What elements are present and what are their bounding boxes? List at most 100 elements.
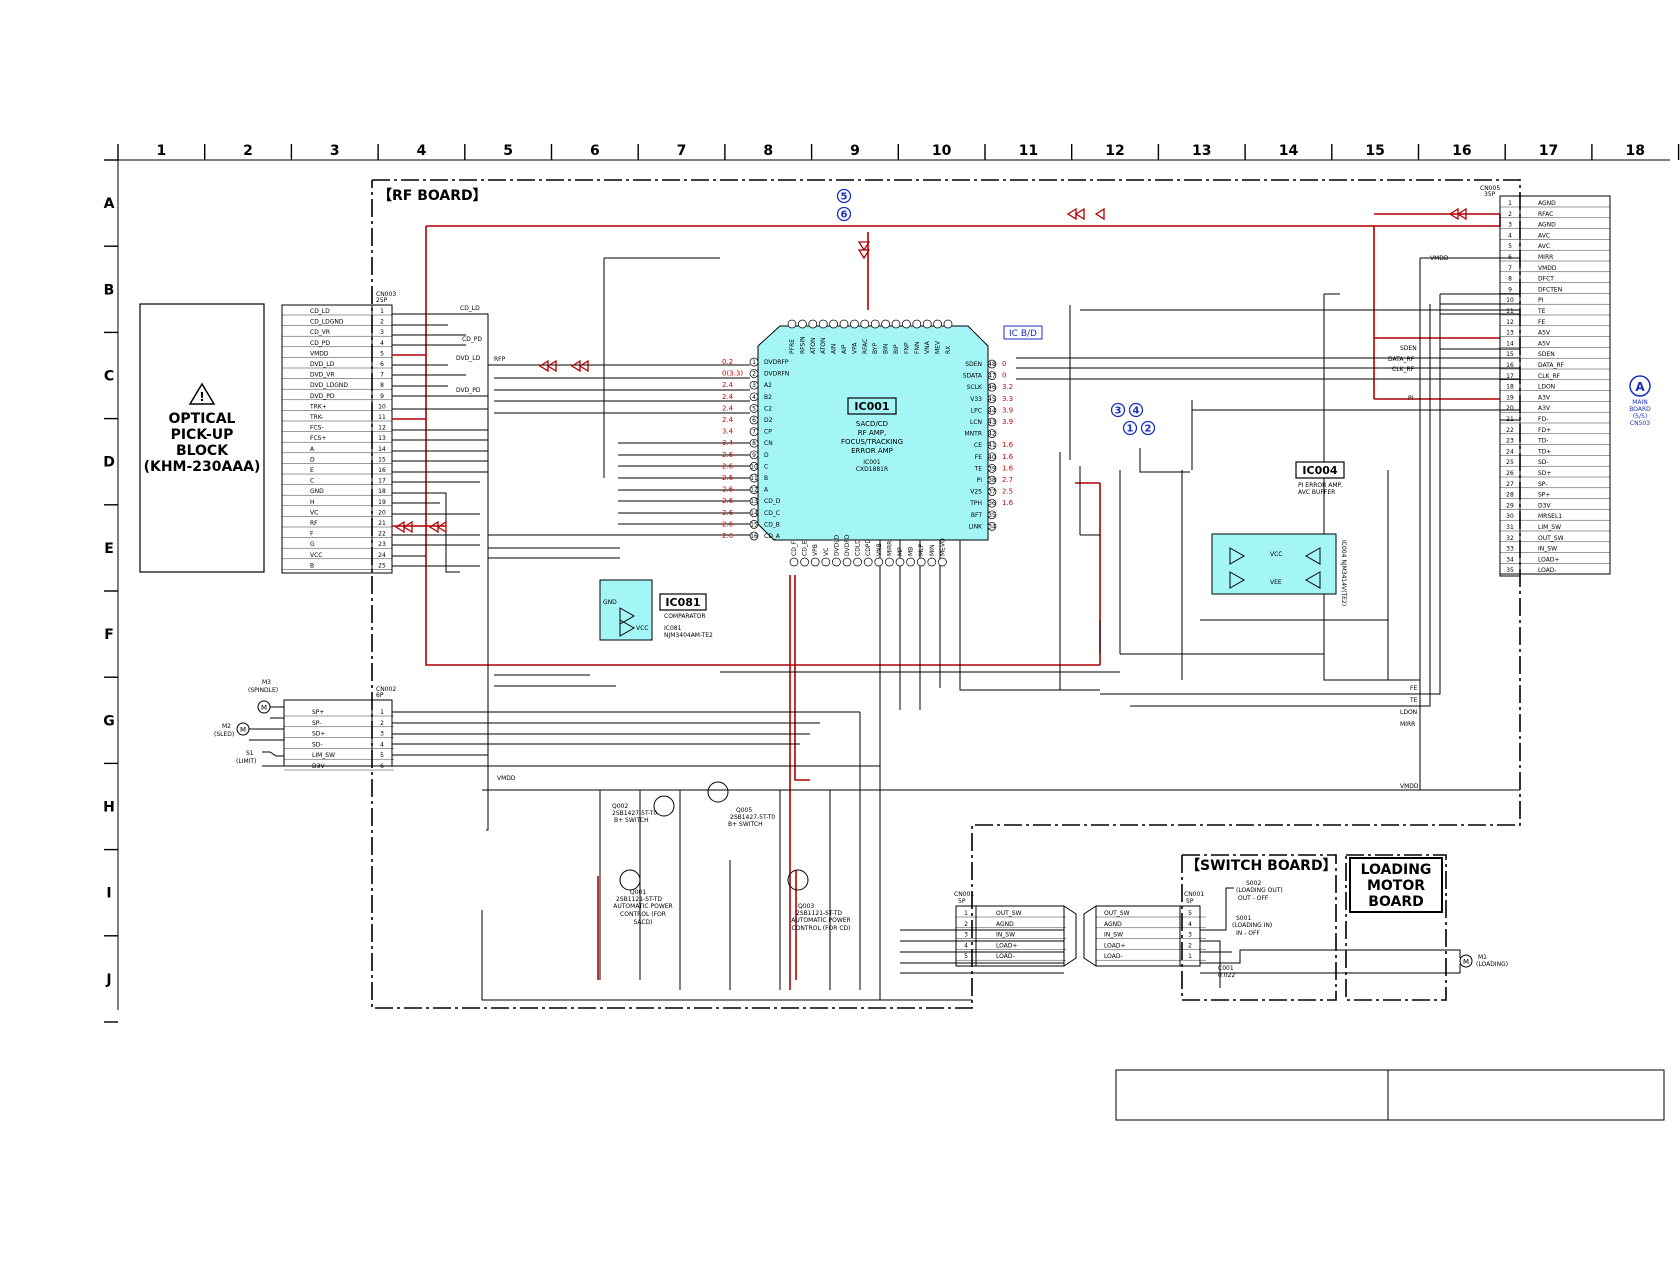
pin-name: DVD_LDGND bbox=[310, 382, 348, 389]
pin-number: 9 bbox=[380, 393, 384, 400]
q003-ref: Q003 bbox=[798, 903, 814, 910]
pin-number: 23 bbox=[1506, 438, 1514, 445]
ic001-pin-name: BFT bbox=[971, 512, 982, 519]
ic001-pin-name: MLP bbox=[918, 543, 925, 556]
col-label-1: 1 bbox=[156, 143, 166, 159]
ic001-pin-num: 36 bbox=[988, 500, 996, 507]
ic001-pin-name: C2 bbox=[764, 405, 772, 412]
circled-ref: 3 bbox=[1115, 406, 1122, 417]
q001-transistor: Q001 2SB1121-ST-TD AUTOMATIC POWER CONTR… bbox=[613, 869, 673, 926]
pin-number: 25 bbox=[1506, 459, 1514, 466]
ic001-pin-name: V33 bbox=[970, 396, 982, 403]
main-board-l3: (5/5) bbox=[1633, 413, 1647, 420]
q005-ref: Q005 bbox=[736, 807, 752, 814]
ic001-pin-name: VPB bbox=[812, 544, 819, 556]
cn005-pins: AGND1RFAC2AGND3AVC4AVC5MIRR6VMDD7DFCT8DF… bbox=[1500, 200, 1610, 575]
ic001-pin-num: 16 bbox=[750, 533, 758, 540]
ic001-pin-voltage: 0 bbox=[1002, 360, 1006, 368]
pin-name: OUT_SW bbox=[1538, 535, 1564, 542]
circled-ref: 2 bbox=[1145, 424, 1152, 435]
ic081-label: IC081 bbox=[665, 596, 700, 609]
pin-number: 15 bbox=[378, 456, 386, 463]
cn005-connector: CN005 35P AGND1RFAC2AGND3AVC4AVC5MIRR6VM… bbox=[1480, 185, 1611, 575]
ic001-pin-name: A bbox=[764, 487, 769, 494]
ic001-pin-name: TPH bbox=[969, 500, 982, 507]
pin-number: 11 bbox=[378, 414, 386, 421]
pin-name: CLK_RF bbox=[1538, 373, 1561, 380]
pin-name: SD+ bbox=[1538, 470, 1551, 477]
ic001-pin-voltage: 2.6 bbox=[722, 474, 734, 482]
pin-name: AGND bbox=[996, 921, 1014, 928]
net-rfp: RFP bbox=[494, 356, 506, 363]
q002-ref: Q002 bbox=[612, 803, 628, 810]
title-block bbox=[1115, 1069, 1665, 1121]
pin-name: DFCT bbox=[1538, 276, 1554, 283]
ic001-pin-voltage: 2.6 bbox=[722, 462, 734, 470]
ic-badge: IC B/D bbox=[1009, 329, 1037, 339]
pin-name: LOAD- bbox=[1104, 953, 1123, 960]
pin-name: PI bbox=[1538, 297, 1544, 304]
ic001-pin-voltage: 1.6 bbox=[1002, 499, 1014, 507]
pin-name: VCC bbox=[310, 552, 322, 559]
row-label-D: D bbox=[103, 455, 115, 471]
ic001-pin-name: LPC bbox=[971, 407, 982, 414]
q001-part: 2SB1121-ST-TD bbox=[616, 896, 662, 903]
pin-number: 6 bbox=[1508, 254, 1512, 261]
pin-number: 18 bbox=[1506, 384, 1514, 391]
ic001-func-4: ERROR AMP bbox=[851, 447, 893, 455]
s001-name: (LOADING IN) bbox=[1232, 922, 1272, 929]
ic001-pin-name: V25 bbox=[970, 489, 982, 496]
row-label-H: H bbox=[103, 800, 115, 816]
ic001-pin-name: CD_B bbox=[764, 521, 780, 528]
pin-number: 5 bbox=[380, 752, 384, 759]
ic081-chip: IC081 COMPARATOR IC081 NJM3404AM-TE2 GND… bbox=[599, 579, 713, 641]
ic001-pin-num: 10 bbox=[750, 463, 758, 470]
pin-number: 34 bbox=[1506, 556, 1514, 563]
pin-number: 35 bbox=[1506, 567, 1514, 574]
ic001-pin-voltage: 2.7 bbox=[1002, 476, 1013, 484]
pin-name: TD+ bbox=[1537, 448, 1551, 455]
switch-cn001-type: 5P bbox=[1186, 898, 1194, 905]
optical-pickup-block bbox=[139, 303, 265, 573]
ic001-pin-num: 7 bbox=[752, 429, 756, 436]
q005-part: 2SB1427-5T-T0 bbox=[730, 814, 775, 821]
ic001-pin-name: FNP bbox=[903, 342, 910, 354]
ic001-pin-num: 38 bbox=[988, 477, 996, 484]
ic001-pin-name: MEV bbox=[935, 340, 942, 354]
ic001-pin-name: C bbox=[764, 463, 768, 470]
limit-switch: S1 (LIMIT) bbox=[236, 706, 284, 767]
pin-number: 18 bbox=[378, 488, 386, 495]
main-board-letter: A bbox=[1635, 380, 1645, 394]
ic001-pin-name: B bbox=[764, 475, 768, 482]
pin-name: FD- bbox=[1538, 416, 1548, 423]
ic081-part: NJM3404AM-TE2 bbox=[664, 632, 713, 639]
pin-number: 24 bbox=[378, 552, 386, 559]
pin-number: 17 bbox=[378, 478, 386, 485]
pin-number: 4 bbox=[1188, 921, 1192, 928]
ic001-pin-num: 43 bbox=[988, 419, 996, 426]
ic004-vee: VEE bbox=[1270, 579, 1282, 586]
pin-number: 5 bbox=[380, 350, 384, 357]
pin-number: 4 bbox=[1508, 232, 1512, 239]
ic001-pin-num: 40 bbox=[988, 454, 996, 461]
net-dvd-pd: DVD_PD bbox=[456, 387, 481, 394]
ic001-pin-name: ATON bbox=[820, 337, 827, 354]
ic081-ref: IC081 bbox=[664, 625, 682, 632]
ic001-label: IC001 bbox=[854, 400, 889, 413]
pin-name: LOAD+ bbox=[996, 942, 1018, 949]
pin-number: 17 bbox=[1506, 373, 1514, 380]
pin-name: CD_LD bbox=[310, 308, 330, 315]
pin-number: 4 bbox=[964, 942, 968, 949]
pin-number: 2 bbox=[1508, 211, 1512, 218]
pin-name: MIRR bbox=[1538, 254, 1553, 261]
main-board-l1: MAIN bbox=[1632, 399, 1648, 406]
net-fe: FE bbox=[1410, 685, 1417, 692]
pin-number: 10 bbox=[378, 403, 386, 410]
net-vmdd-2: VMDD bbox=[1400, 783, 1419, 790]
pin-number: 22 bbox=[378, 531, 386, 538]
ic001-pin-name: CD_E bbox=[802, 540, 809, 556]
ic001-pin-name: B2 bbox=[764, 394, 772, 401]
